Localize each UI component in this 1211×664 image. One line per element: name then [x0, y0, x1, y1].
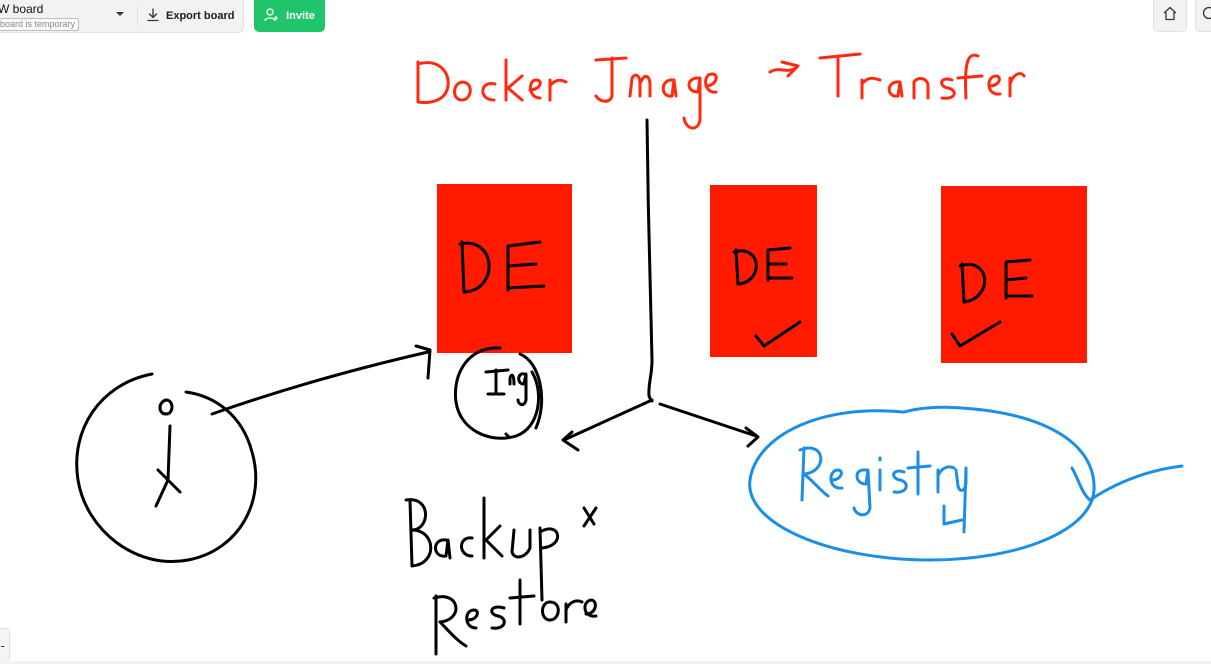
toolbar-divider	[137, 6, 138, 26]
export-board-label: Export board	[166, 10, 235, 22]
docker-engine-box-1[interactable]	[437, 184, 572, 353]
invite-button[interactable]: Invite	[254, 0, 325, 32]
chevron-down-icon[interactable]	[114, 7, 126, 21]
registry-ellipse[interactable]	[748, 405, 1184, 562]
heading-handwriting	[416, 52, 1026, 130]
help-button[interactable]	[1195, 0, 1211, 32]
board-title[interactable]: W board	[0, 2, 44, 16]
pull-arrow	[210, 344, 432, 416]
docker-engine-box-2[interactable]	[710, 185, 817, 357]
divider-stroke	[561, 118, 760, 452]
zoom-out-button[interactable]: -	[0, 628, 10, 662]
download-icon	[146, 7, 160, 25]
backup-restore-handwriting	[404, 496, 598, 656]
add-user-icon	[264, 7, 280, 25]
invite-label: Invite	[286, 10, 315, 22]
board-temporary-badge: board is temporary	[0, 18, 80, 31]
home-button[interactable]	[1153, 0, 1187, 32]
circle-icon	[1202, 6, 1211, 25]
bottom-scroll-strip	[0, 661, 1211, 664]
minus-icon: -	[0, 637, 5, 653]
board-toolbar: W board board is temporary Export board	[0, 0, 244, 33]
image-circle[interactable]	[453, 346, 544, 440]
export-board-button[interactable]: Export board	[146, 5, 234, 27]
user-circle[interactable]	[75, 372, 258, 563]
docker-engine-box-3[interactable]	[941, 186, 1087, 363]
home-icon	[1162, 6, 1178, 26]
